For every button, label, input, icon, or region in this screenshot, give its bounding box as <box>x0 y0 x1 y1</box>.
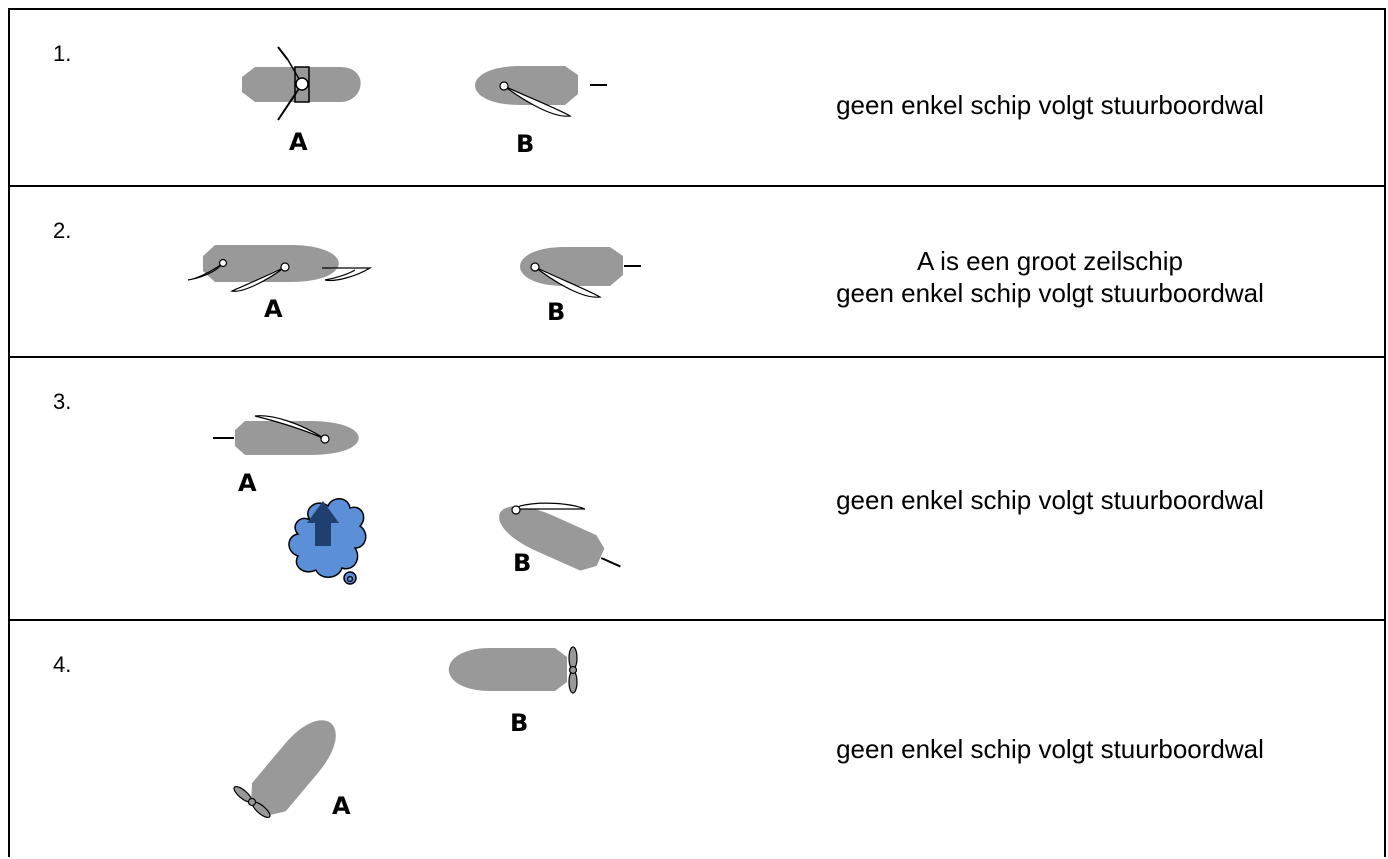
scenario-table: A B 1. geen enkel schip volgt stuurboord… <box>8 8 1386 857</box>
scenario-row-4: B A 4. geen enkel schip volgt stuurboord… <box>10 621 1384 859</box>
ship-a-light <box>295 77 309 91</box>
scenario-row-1: A B 1. geen enkel schip volgt stuurboord… <box>10 10 1384 187</box>
scenario-number: 2. <box>53 218 72 243</box>
scenario-row-3: A B 3. geen enkel schip volgt stuurboord… <box>10 358 1384 621</box>
ship-a-sail-main <box>230 266 286 292</box>
ship-b-hull <box>499 506 605 571</box>
scenario-number: 3. <box>53 389 72 414</box>
ship-a-sail-fore <box>187 262 224 281</box>
ship-a-hull <box>235 421 359 455</box>
propeller-icon <box>568 646 578 670</box>
ship-b-label: B <box>510 709 528 737</box>
ship-b-stern-light <box>600 557 621 568</box>
ship-a: A <box>242 46 361 156</box>
ship-b-sail <box>514 502 586 510</box>
ship-b-label: B <box>516 130 534 158</box>
ship-a-label: A <box>264 295 283 323</box>
ship-a-mast-top <box>277 46 289 61</box>
ship-b: B <box>448 646 578 737</box>
scenario-number: 1. <box>53 41 72 66</box>
ship-b-sail <box>503 85 572 117</box>
scenario-description: A is een groot zeilschip geen enkel schi… <box>836 246 1264 308</box>
scenario-description: geen enkel schip volgt stuurboordwal <box>836 485 1264 515</box>
scenario-number: 4. <box>53 652 72 677</box>
ship-a-mast-bottom <box>277 83 303 121</box>
scenario-row-2: A B 2. A is een groot zeilschip geen enk… <box>10 187 1384 358</box>
ship-b-sail <box>534 266 602 298</box>
ship-b: B <box>475 66 607 158</box>
ship-b: B <box>520 247 641 326</box>
ship-b-label: B <box>513 549 531 577</box>
ship-a-label: A <box>238 469 257 497</box>
ship-a-sail <box>254 415 326 440</box>
ship-b-hull <box>448 648 567 691</box>
ship-b-hull <box>520 247 623 286</box>
scenario-description: geen enkel schip volgt stuurboordwal <box>836 734 1264 764</box>
ship-a-sail-aft <box>322 267 373 282</box>
ship-a-hull <box>203 245 339 282</box>
ship-a <box>251 720 336 815</box>
ship-a-label: A <box>332 792 351 820</box>
scenario-description: geen enkel schip volgt stuurboordwal <box>836 90 1264 120</box>
ship-b-label: B <box>547 298 565 326</box>
wind-arrow-icon <box>307 501 339 546</box>
scenario-4-illustration: B A <box>233 646 578 820</box>
ship-a-hull <box>251 720 336 815</box>
ship-b-hull <box>475 66 578 105</box>
wind-cloud <box>288 498 367 585</box>
ship-b <box>499 506 621 571</box>
scenario-3-illustration: A B <box>213 415 621 585</box>
ship-a: A <box>187 245 373 323</box>
ship-a-propeller <box>233 785 271 819</box>
scenario-2-illustration: A B <box>187 245 641 326</box>
scenario-1-illustration: A B <box>242 46 607 158</box>
ship-a-label: A <box>289 128 308 156</box>
ship-a: A <box>213 415 359 497</box>
